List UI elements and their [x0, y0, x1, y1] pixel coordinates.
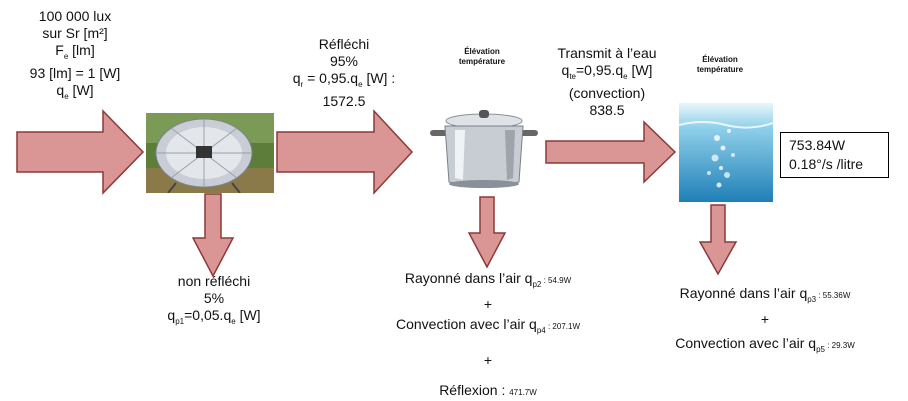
water-label-line1: Élévation: [672, 55, 768, 65]
result-box: 753.84W 0.18°/s /litre: [780, 132, 889, 178]
reflected-title: Réfléchi: [284, 36, 404, 53]
source-area: sur Sr [m²]: [10, 25, 140, 42]
pot-label: Élévation température: [432, 47, 532, 67]
source-lux: 100 000 lux: [10, 8, 140, 25]
reflected-percent: 95%: [284, 53, 404, 70]
transmitted-arrow: [546, 122, 675, 182]
pot-reflection: Réflexion : 471.7W: [348, 382, 628, 401]
reflected-formula: qr = 0,95.qe [W] :: [284, 70, 404, 93]
source-text: 100 000 lux sur Sr [m²] Fe [lm] 93 [lm] …: [10, 8, 140, 105]
water-label: Élévation température: [672, 55, 768, 75]
solar-reflector-image: [146, 113, 274, 193]
transmitted-formula: qte=0,95.qe [W]: [538, 62, 676, 85]
water-radiation: Rayonné dans l’air qp3 : 55.36W: [626, 285, 904, 308]
transmitted-title: Transmit à l’eau: [538, 45, 676, 62]
input-arrow: [17, 111, 143, 193]
pot-image: [425, 108, 543, 190]
not-reflected-formula: qp1=0,05.qe [W]: [148, 307, 280, 330]
pot-plus-2: +: [348, 352, 628, 369]
pot-convection: Convection avec l’air qp4 : 207.1W: [348, 316, 628, 339]
pot-radiation: Rayonné dans l’air qp2 : 54.9W: [348, 270, 628, 293]
not-reflected-text: non réfléchi 5% qp1=0,05.qe [W]: [148, 273, 280, 330]
reflected-arrow: [277, 111, 412, 193]
pot-label-line2: température: [432, 57, 532, 67]
pot-plus-1: +: [348, 296, 628, 313]
reflected-text: Réfléchi 95% qr = 0,95.qe [W] : 1572.5: [284, 36, 404, 110]
result-power: 753.84W: [789, 136, 880, 155]
water-label-line2: température: [672, 65, 768, 75]
not-reflected-percent: 5%: [148, 290, 280, 307]
not-reflected-title: non réfléchi: [148, 273, 280, 290]
water-loss-arrow: [700, 205, 736, 274]
source-power: qe [W]: [10, 82, 140, 105]
transmitted-mode: (convection): [538, 85, 676, 102]
transmitted-text: Transmit à l’eau qte=0,95.qe [W] (convec…: [538, 45, 676, 119]
water-losses: Rayonné dans l’air qp3 : 55.36W + Convec…: [626, 285, 904, 358]
pot-losses: Rayonné dans l’air qp2 : 54.9W + Convect…: [348, 270, 628, 401]
transmitted-value: 838.5: [538, 102, 676, 119]
result-rate: 0.18°/s /litre: [789, 155, 880, 174]
water-bubbles-image: [679, 103, 773, 202]
not-reflected-arrow: [193, 194, 233, 276]
water-convection: Convection avec l’air qp5 : 29.3W: [626, 335, 904, 358]
source-flux: Fe [lm]: [10, 42, 140, 65]
water-plus: +: [626, 311, 904, 328]
pot-loss-arrow: [469, 197, 505, 267]
reflected-value: 1572.5: [284, 93, 404, 110]
source-conversion: 93 [lm] = 1 [W]: [10, 65, 140, 82]
pot-label-line1: Élévation: [432, 47, 532, 57]
